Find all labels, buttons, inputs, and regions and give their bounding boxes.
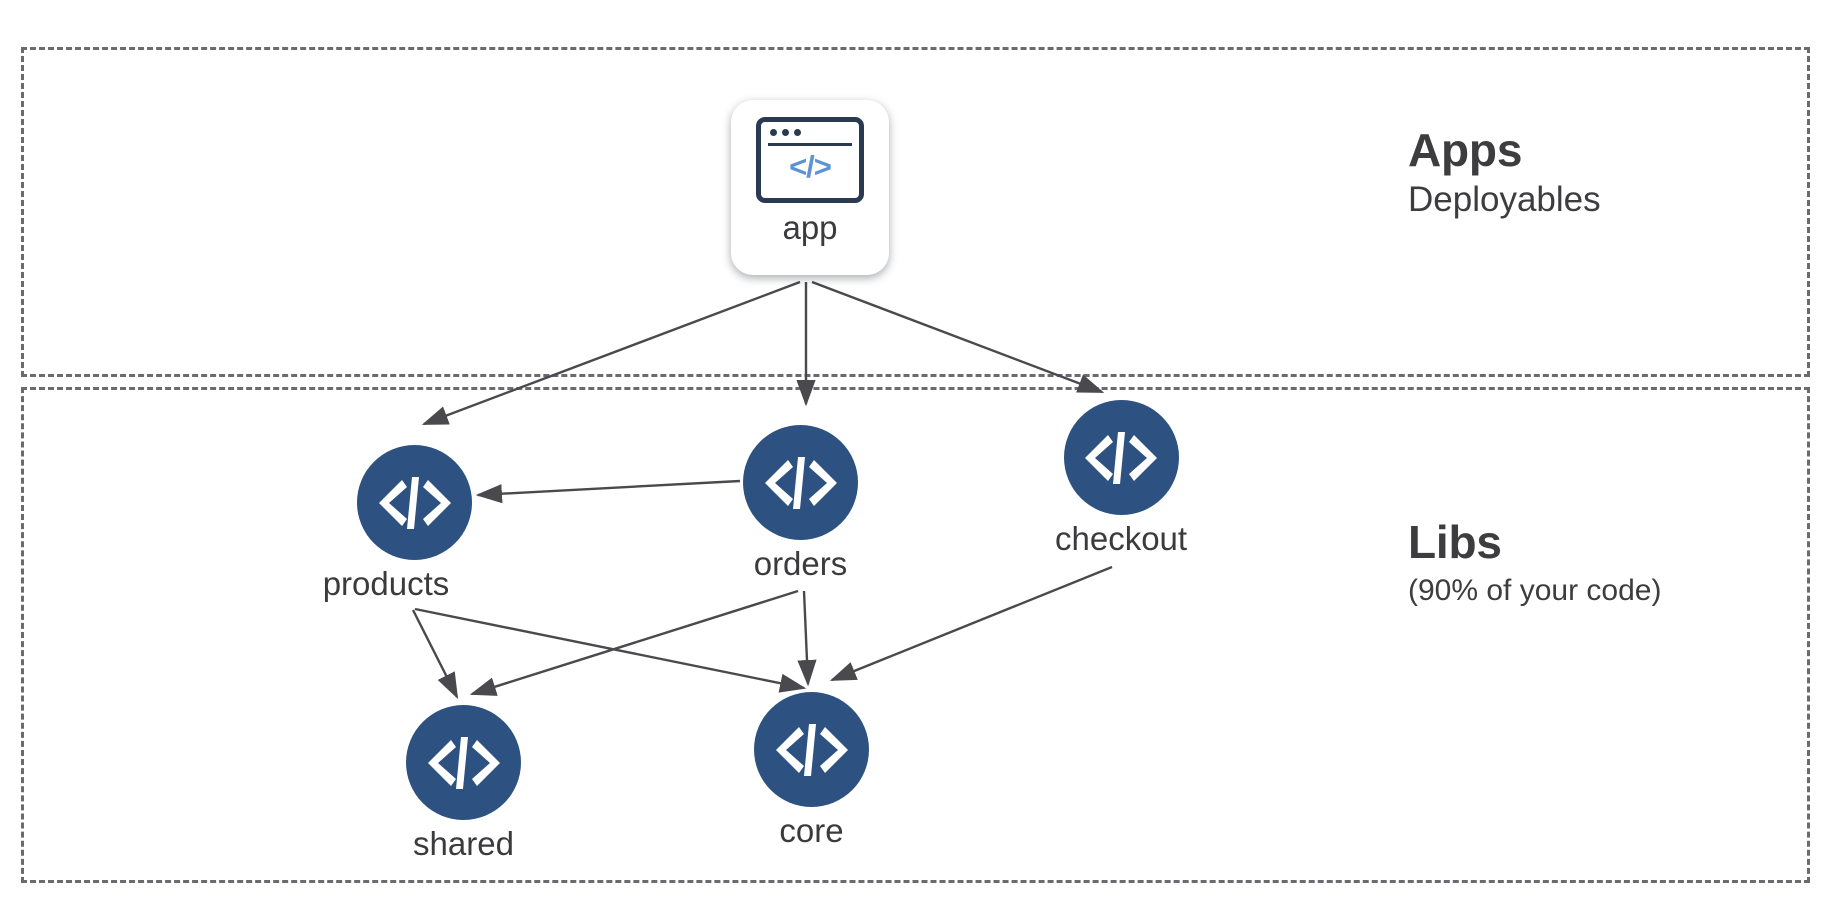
- node-checkout[interactable]: checkout: [1055, 400, 1187, 555]
- node-core-label: core: [779, 812, 844, 849]
- zone-apps-caption: Apps Deployables: [1408, 126, 1601, 221]
- browser-code-icon: </>: [756, 117, 864, 203]
- zone-libs-caption: Libs (90% of your code): [1408, 518, 1661, 609]
- zone-apps-subtitle: Deployables: [1408, 180, 1601, 220]
- node-products-label: products: [322, 565, 450, 602]
- node-checkout-label: checkout: [1055, 520, 1188, 557]
- code-icon: [754, 692, 869, 807]
- node-core[interactable]: core: [754, 692, 869, 847]
- node-orders[interactable]: orders: [743, 425, 858, 580]
- window-titlebar-divider: [768, 143, 852, 146]
- node-app-label: app: [782, 209, 838, 246]
- code-icon: [406, 705, 521, 820]
- code-icon: [357, 445, 472, 560]
- node-orders-label: orders: [753, 545, 848, 582]
- node-shared-label: shared: [413, 825, 514, 862]
- zone-apps-title: Apps: [1408, 124, 1523, 176]
- code-icon: [743, 425, 858, 540]
- zone-libs-subtitle: (90% of your code): [1408, 574, 1662, 608]
- node-app[interactable]: </> app: [731, 100, 889, 275]
- code-glyph: </>: [789, 149, 832, 184]
- zone-libs-title: Libs: [1408, 516, 1502, 568]
- node-shared[interactable]: shared: [406, 705, 521, 860]
- node-products[interactable]: products: [300, 445, 472, 600]
- window-dots-icon: [770, 129, 801, 136]
- code-icon: [1063, 400, 1179, 515]
- zone-libs: [21, 387, 1810, 883]
